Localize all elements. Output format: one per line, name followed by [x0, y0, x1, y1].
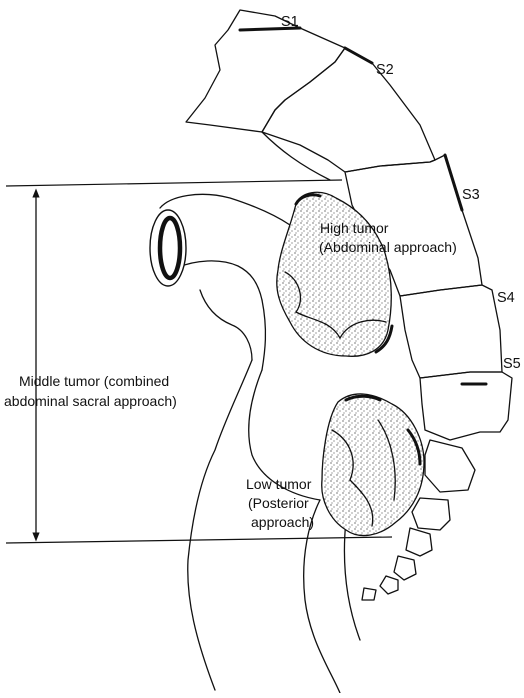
label-s4: S4 [497, 290, 515, 306]
upper-level-line [6, 180, 342, 186]
label-middle-tumor-line1: Middle tumor (combined [19, 373, 169, 389]
coccyx-1 [425, 440, 475, 492]
label-s1: S1 [281, 14, 299, 30]
coccyx-3 [406, 528, 432, 556]
coccyx-6 [362, 588, 376, 600]
label-high-tumor-line2: (Abdominal approach) [319, 239, 457, 255]
vertebra-s2 [262, 48, 435, 172]
coccyx-5 [380, 576, 398, 594]
label-low-tumor-line3: approach) [251, 514, 314, 530]
lower-level-line [6, 537, 392, 543]
label-high-tumor-line1: High tumor [320, 220, 389, 236]
high-tumor [277, 192, 392, 356]
vertebra-s5 [420, 372, 512, 440]
label-s3: S3 [462, 187, 480, 203]
label-middle-tumor-line2: abdominal sacral approach) [4, 393, 177, 409]
label-s2: S2 [376, 62, 394, 78]
low-tumor [322, 394, 424, 536]
label-s5: S5 [503, 356, 521, 372]
coccyx-2 [412, 498, 450, 530]
coccyx-4 [394, 556, 416, 580]
vertebra-s4 [400, 285, 502, 378]
label-low-tumor-line2: (Posterior [248, 495, 309, 511]
label-low-tumor-line1: Low tumor [246, 476, 312, 492]
